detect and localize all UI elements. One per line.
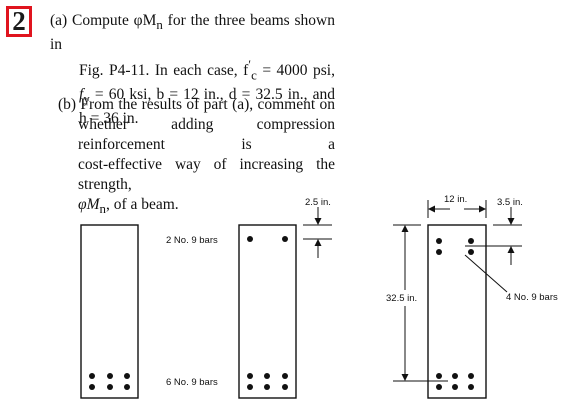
part-a-line-2: Fig. P4-11. In each case, f′c = 4000 psi…: [79, 57, 335, 83]
part-b-line-2: whether adding compression reinforcement…: [78, 116, 335, 153]
part-b-line-3: cost-effective way of increasing the str…: [78, 156, 335, 193]
beam-1-section: [80, 224, 139, 399]
part-b-text: (b) From the results of part (a), commen…: [58, 95, 335, 219]
beam-2-bottom-bars-label: 6 No. 9 bars: [166, 377, 218, 388]
beam-2: 2 No. 9 bars 6 No. 9 bars 2.5 in.: [166, 197, 332, 399]
beam-2-cover-label: 2.5 in.: [305, 197, 331, 208]
beam-3-bars-label: 4 No. 9 bars: [506, 292, 558, 303]
part-a-line-4: h = 36 in.: [79, 110, 139, 128]
beam-3-bars-leader: [464, 254, 508, 293]
part-a-line-1: (a) Compute φMn for the three beams show…: [50, 12, 336, 54]
beam-3-bottom-bars: [436, 373, 474, 390]
problem-number-badge: 2: [6, 6, 32, 37]
beam-3-cover-label: 3.5 in.: [497, 197, 523, 208]
beam-2-top-bars-label: 2 No. 9 bars: [166, 235, 218, 246]
beam-3-width-label: 12 in.: [444, 194, 467, 205]
beam-3-depth-dimension: [393, 224, 448, 382]
beam-3: 12 in. 3.5 in. 32.5 in. 4 No. 9 bars: [386, 194, 558, 399]
beam-1: [80, 224, 139, 399]
part-b-line-1: (b) From the results of part (a), commen…: [58, 96, 335, 113]
part-a-text: (a) Compute φMn for the three beams show…: [50, 11, 335, 129]
beam-2-bottom-bars: [247, 373, 288, 390]
beam-2-section: [238, 224, 297, 399]
beam-3-depth-label: 32.5 in.: [386, 293, 417, 304]
beam-3-section: [427, 224, 487, 399]
beam-3-top-bars: [436, 238, 474, 255]
problem-number: 2: [12, 6, 26, 36]
beam-3-cover-dimension: [465, 207, 522, 265]
beam-2-top-bars: [247, 236, 288, 242]
part-a-line-3: fy = 60 ksi, b = 12 in., d = 32.5 in., a…: [79, 86, 335, 107]
beam-1-bottom-bars: [89, 373, 130, 390]
part-b-line-4: φMn, of a beam.: [78, 196, 179, 217]
beam-3-width-dimension: [427, 200, 487, 218]
beam-2-cover-dimension: [303, 207, 332, 258]
